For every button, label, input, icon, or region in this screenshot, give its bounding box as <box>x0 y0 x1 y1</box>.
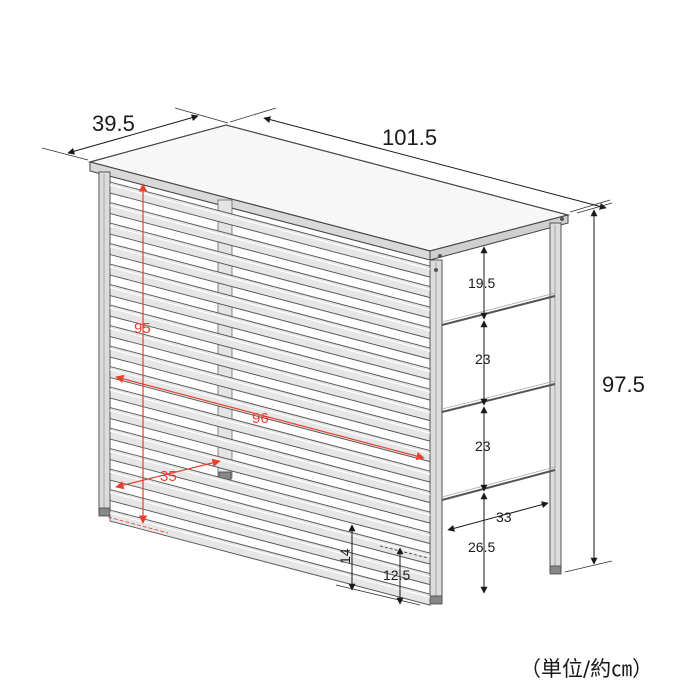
right-back-leg <box>549 222 562 575</box>
louver-slat-highlight <box>109 266 431 352</box>
louver-slat-highlight <box>109 491 431 578</box>
louver-height-label: 95 <box>134 320 151 337</box>
shelf-depth-label: 33 <box>496 509 512 525</box>
side-shelf-rails <box>441 292 556 501</box>
outer-dimension-lines <box>41 107 613 606</box>
louver-slat-highlight <box>109 512 431 598</box>
dimension-labels: 39.5 101.5 97.5 19.5 23 23 26.5 33 14 12… <box>92 111 645 583</box>
right-front-leg <box>429 259 443 605</box>
floor-gap-label: 14 <box>337 548 353 564</box>
louver-slat-highlight <box>109 225 431 311</box>
louver-slat-highlight <box>109 245 431 332</box>
left-front-leg <box>98 171 111 517</box>
louver-depth-label: 35 <box>160 468 177 485</box>
louver-dimension-lines <box>107 183 425 534</box>
width-label: 101.5 <box>382 125 437 150</box>
louver-width-label: 96 <box>252 410 269 427</box>
top-gap-label: 19.5 <box>468 275 495 291</box>
height-label: 97.5 <box>602 372 645 397</box>
unit-note: （単位/約㎝） <box>520 657 653 681</box>
louver-slat-highlight <box>109 286 431 373</box>
louver-slat-highlight <box>109 184 431 270</box>
middle-gap-2-label: 23 <box>475 438 491 454</box>
storage-cabinet-illustration <box>87 124 571 606</box>
louver-slat-highlight <box>109 204 431 291</box>
bottom-gap-label: 26.5 <box>468 539 495 555</box>
leg-offset-label: 12.5 <box>383 567 410 583</box>
middle-gap-1-label: 23 <box>475 351 491 367</box>
depth-label: 39.5 <box>92 111 135 136</box>
